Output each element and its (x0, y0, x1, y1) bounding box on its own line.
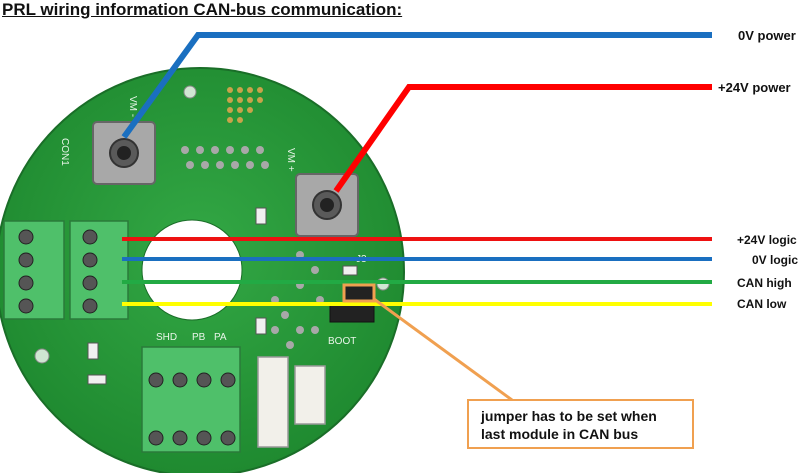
silk-shd: SHD (156, 332, 177, 343)
silk-pb: PB (192, 332, 206, 343)
white-connectors (257, 356, 326, 448)
jumper-note: jumper has to be set when last module in… (467, 399, 694, 449)
silk-vm-minus: VM - (127, 96, 138, 117)
label-can-low: CAN low (737, 297, 787, 311)
page-title: PRL wiring information CAN-bus communica… (2, 0, 403, 19)
silk-boot: BOOT (328, 336, 356, 347)
solder-joints (181, 146, 324, 349)
standoff-0v (92, 121, 156, 185)
pad-array (227, 87, 263, 123)
jumper-highlight (342, 283, 376, 303)
mount-hole (34, 348, 50, 364)
terminal-block-left (3, 220, 129, 320)
silk-vm-plus: VM + (285, 148, 296, 172)
can-jumper (342, 285, 374, 301)
wire-0v-power (121, 32, 712, 139)
wire-24v-power (333, 84, 712, 193)
silk-con1: CON1 (59, 138, 70, 166)
center-hole (141, 219, 243, 321)
label-0v-power: 0V power (738, 28, 796, 43)
label-24v-logic: +24V logic (737, 233, 797, 247)
mount-hole (183, 85, 197, 99)
label-0v-logic: 0V logic (752, 253, 799, 267)
standoff-24v (295, 173, 359, 237)
label-24v-power: +24V power (718, 80, 791, 95)
label-can-high: CAN high (737, 276, 792, 290)
terminal-block-bottom (141, 346, 241, 453)
silk-pa: PA (214, 332, 227, 343)
boot-header (329, 303, 375, 323)
callout-line (373, 297, 513, 402)
